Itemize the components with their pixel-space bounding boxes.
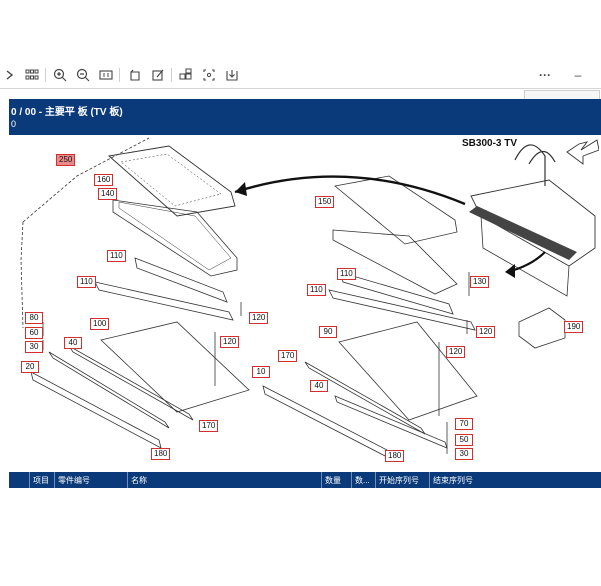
minimize-icon[interactable]: – bbox=[574, 68, 582, 82]
callout-130[interactable]: 130 bbox=[470, 276, 490, 288]
download-icon[interactable] bbox=[222, 65, 242, 85]
column-abbrev[interactable]: 数... bbox=[355, 476, 370, 485]
more-icon[interactable]: ··· bbox=[539, 68, 551, 82]
multi-page-icon[interactable] bbox=[176, 65, 196, 85]
callout-160[interactable]: 160 bbox=[94, 174, 114, 186]
callout-120-a[interactable]: 120 bbox=[249, 312, 269, 324]
callout-180-a[interactable]: 180 bbox=[151, 448, 171, 460]
fit-page-icon[interactable] bbox=[96, 65, 116, 85]
callout-30-a[interactable]: 30 bbox=[25, 341, 43, 353]
callout-140[interactable]: 140 bbox=[98, 188, 118, 200]
zoom-in-icon[interactable] bbox=[50, 65, 70, 85]
callout-90[interactable]: 90 bbox=[319, 326, 337, 338]
callout-110-c[interactable]: 110 bbox=[337, 268, 356, 280]
callout-40-b[interactable]: 40 bbox=[310, 380, 328, 392]
toolbar: ··· – bbox=[0, 62, 601, 89]
column-item[interactable]: 项目 bbox=[33, 476, 49, 485]
callout-60[interactable]: 60 bbox=[25, 327, 43, 339]
callout-110-a[interactable]: 110 bbox=[107, 250, 126, 262]
diagram-drawing bbox=[20, 137, 599, 459]
select-area-icon[interactable] bbox=[199, 65, 219, 85]
callout-100[interactable]: 100 bbox=[90, 318, 110, 330]
callout-250[interactable]: 250 bbox=[56, 154, 76, 166]
callout-20[interactable]: 20 bbox=[21, 361, 39, 373]
callout-30-b[interactable]: 30 bbox=[455, 448, 473, 460]
rotate-icon[interactable] bbox=[125, 65, 145, 85]
callout-70[interactable]: 70 bbox=[455, 418, 473, 430]
page-title: 0 / 00 - 主要平 板 (TV 板) bbox=[11, 107, 123, 118]
page-header: 0 / 00 - 主要平 板 (TV 板) 0 bbox=[9, 99, 601, 135]
callout-110-d[interactable]: 110 bbox=[307, 284, 326, 296]
column-part-number[interactable]: 零件编号 bbox=[58, 476, 90, 485]
callout-80[interactable]: 80 bbox=[25, 312, 43, 324]
chevron-right-icon[interactable] bbox=[0, 65, 20, 85]
exploded-parts-diagram: SB300-3 TV 250 160 140 150 110 110 110 1… bbox=[9, 136, 599, 472]
column-start-serial[interactable]: 开始序列号 bbox=[379, 476, 419, 485]
callout-190[interactable]: 190 bbox=[564, 321, 584, 333]
callout-170-a[interactable]: 170 bbox=[199, 420, 219, 432]
model-label: SB300-3 TV bbox=[462, 138, 518, 149]
callout-120-c[interactable]: 120 bbox=[476, 326, 496, 338]
zoom-out-icon[interactable] bbox=[73, 65, 93, 85]
callout-50[interactable]: 50 bbox=[455, 434, 473, 446]
callout-10[interactable]: 10 bbox=[252, 366, 270, 378]
column-quantity[interactable]: 数量 bbox=[325, 476, 341, 485]
column-end-serial[interactable]: 结束序列号 bbox=[433, 476, 473, 485]
edit-icon[interactable] bbox=[148, 65, 168, 85]
callout-180-b[interactable]: 180 bbox=[385, 450, 405, 462]
callout-110-b[interactable]: 110 bbox=[77, 276, 96, 288]
callout-120-d[interactable]: 120 bbox=[446, 346, 466, 358]
callout-120-b[interactable]: 120 bbox=[220, 336, 240, 348]
grid-icon[interactable] bbox=[22, 65, 42, 85]
callout-150[interactable]: 150 bbox=[315, 196, 335, 208]
parts-table-header: 项目 零件编号 名称 数量 数... 开始序列号 结束序列号 bbox=[9, 472, 601, 488]
column-name[interactable]: 名称 bbox=[131, 476, 147, 485]
callout-40-a[interactable]: 40 bbox=[64, 337, 82, 349]
callout-170-b[interactable]: 170 bbox=[278, 350, 298, 362]
page-subtitle: 0 bbox=[11, 119, 17, 129]
